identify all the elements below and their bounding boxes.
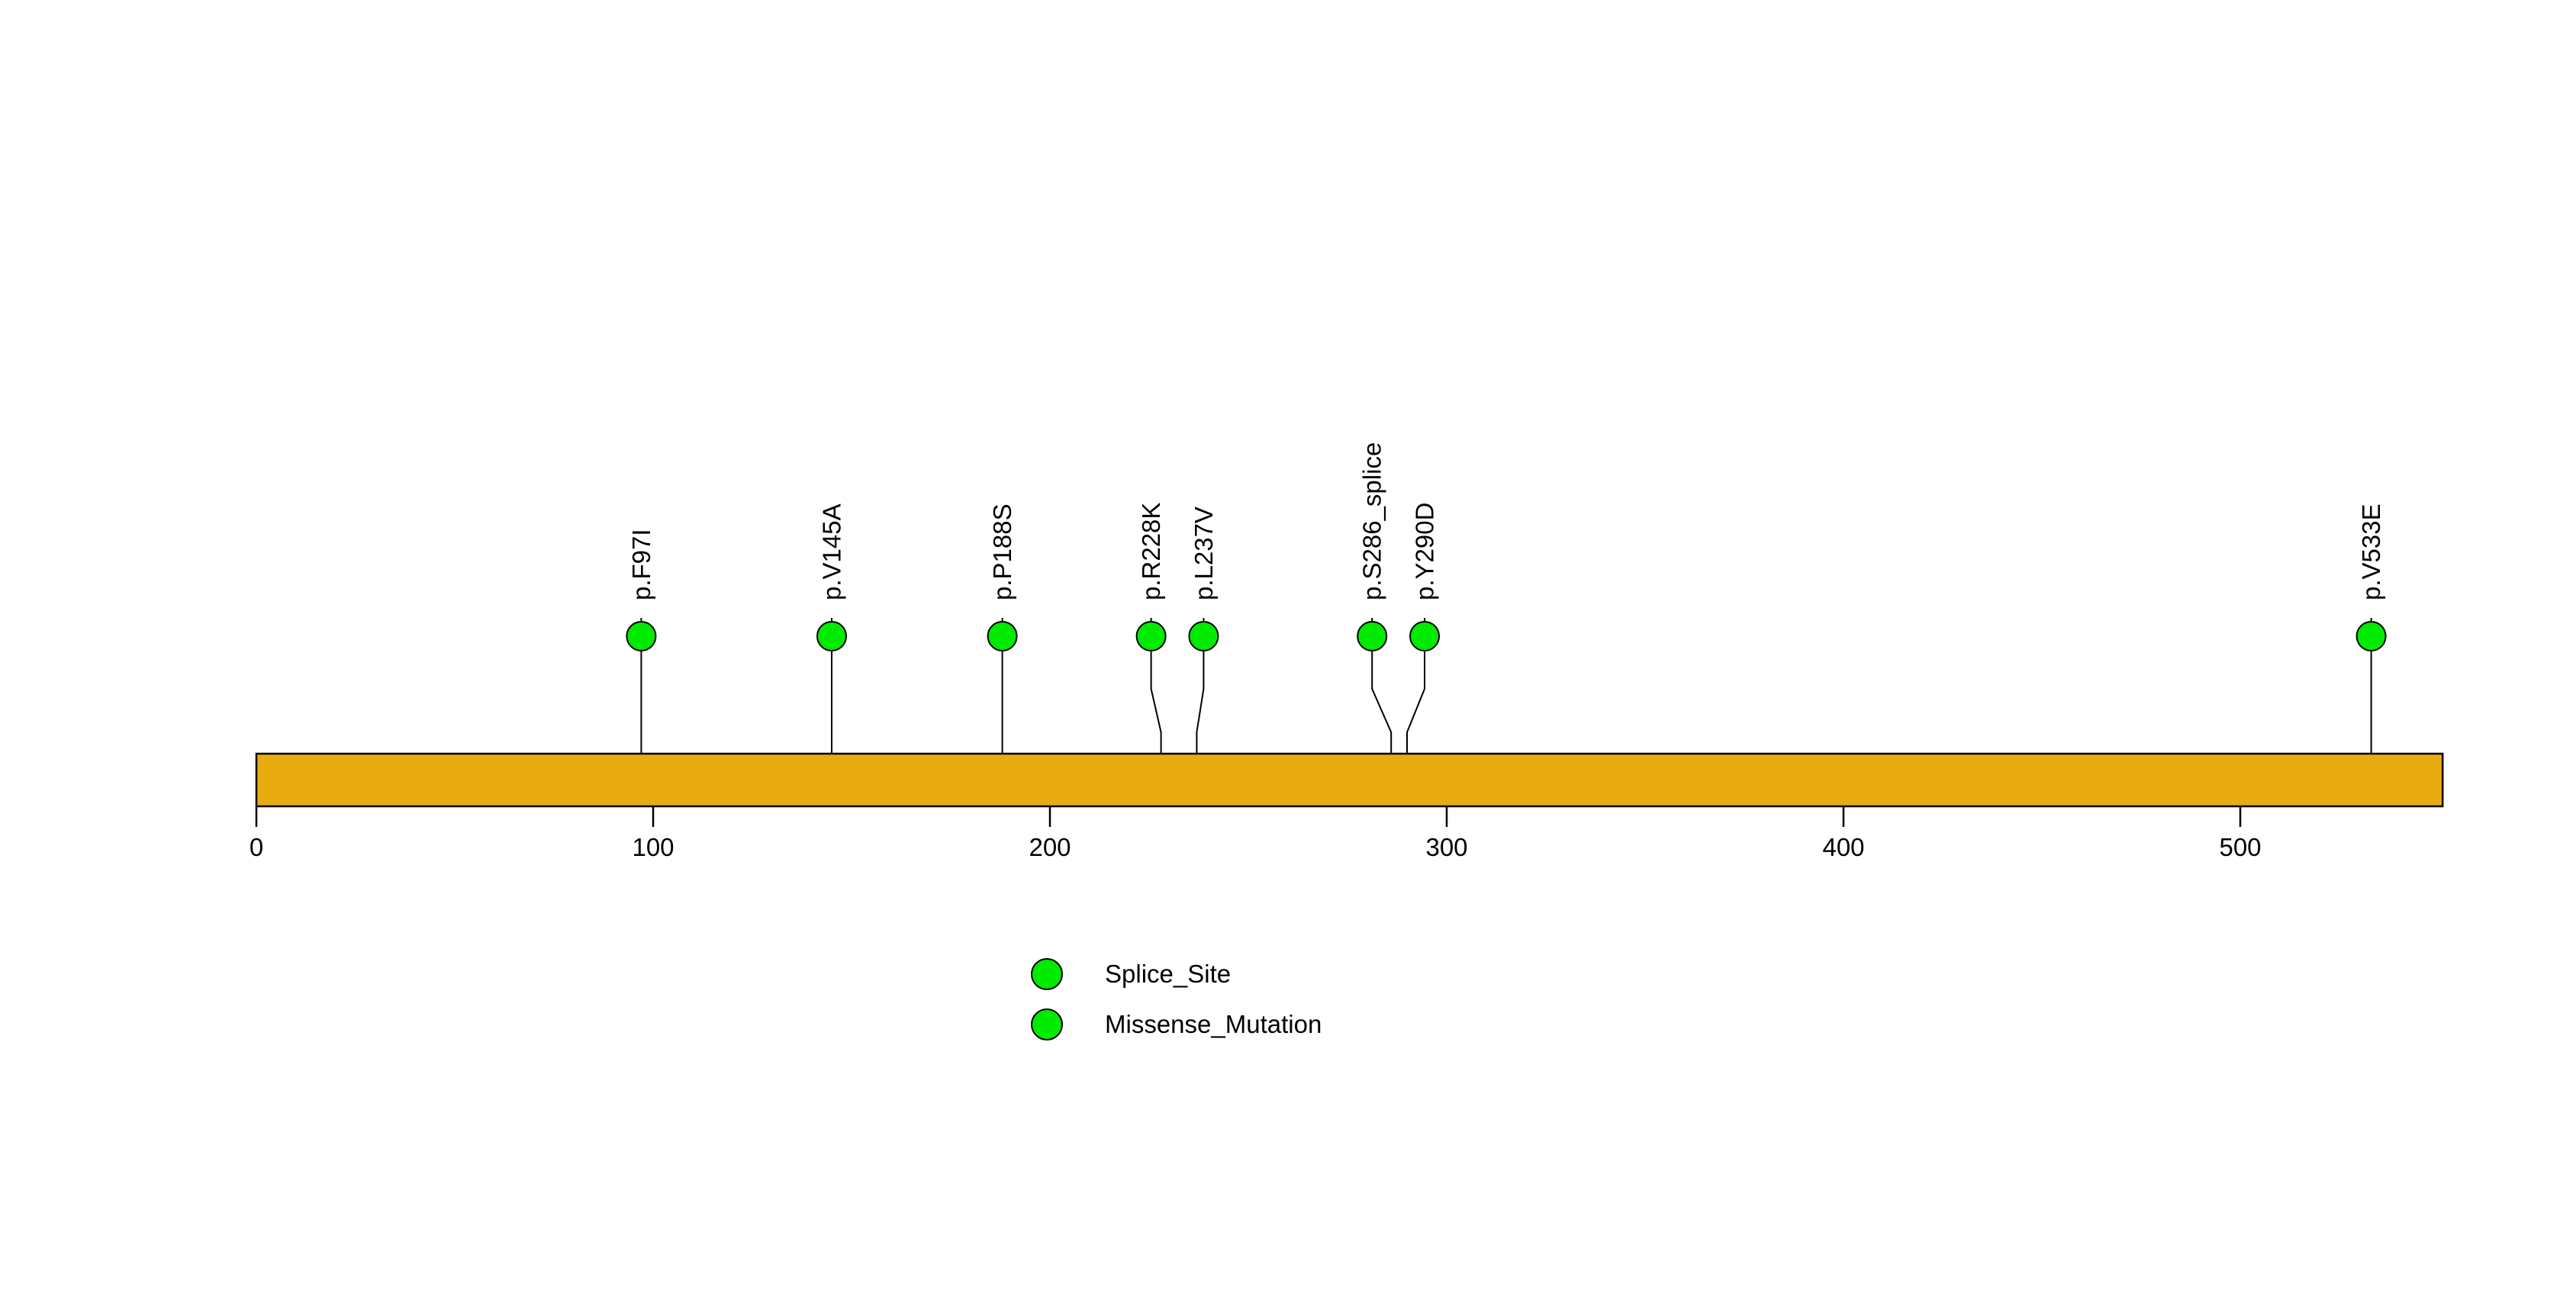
mutation-point bbox=[1357, 621, 1388, 651]
legend-label: Splice_Site bbox=[1105, 960, 1231, 988]
axis-tick-label: 400 bbox=[1822, 833, 1864, 861]
legend-label: Missense_Mutation bbox=[1105, 1010, 1322, 1038]
mutation-labels: p.F97I p.V145A p.P188S p.R228K p.L237V p.S286… bbox=[627, 442, 2385, 600]
axis-tick-label: 100 bbox=[632, 833, 674, 861]
legend-swatch-icon bbox=[1031, 958, 1063, 990]
mutation-point bbox=[816, 621, 847, 651]
mutation-label: p.S286_splice bbox=[1358, 442, 1386, 600]
mutation-point bbox=[1409, 621, 1440, 651]
axis-tick-label: 0 bbox=[250, 833, 263, 861]
mutation-label: p.V533E bbox=[2357, 503, 2385, 600]
mutation-label: p.P188S bbox=[988, 503, 1016, 600]
mutation-point bbox=[987, 621, 1018, 651]
mutation-label: p.L237V bbox=[1190, 507, 1218, 600]
protein-bar bbox=[255, 752, 2444, 808]
mutation-point bbox=[2355, 621, 2387, 651]
x-axis-ticks: 0 100 200 300 400 500 bbox=[250, 806, 2262, 861]
legend-swatch-icon bbox=[1031, 1008, 1063, 1041]
axis-tick-label: 300 bbox=[1425, 833, 1467, 861]
mutation-label: p.V145A bbox=[818, 503, 846, 600]
axis-tick-label: 500 bbox=[2219, 833, 2261, 861]
axis-tick-label: 200 bbox=[1029, 833, 1071, 861]
mutation-point bbox=[626, 621, 657, 651]
mutation-points bbox=[626, 621, 2387, 651]
mutation-label: p.R228K bbox=[1137, 503, 1165, 600]
mutation-point bbox=[1135, 621, 1167, 651]
mutation-label: p.Y290D bbox=[1411, 503, 1439, 600]
mutation-point bbox=[1188, 621, 1219, 651]
mutation-label: p.F97I bbox=[627, 529, 655, 600]
